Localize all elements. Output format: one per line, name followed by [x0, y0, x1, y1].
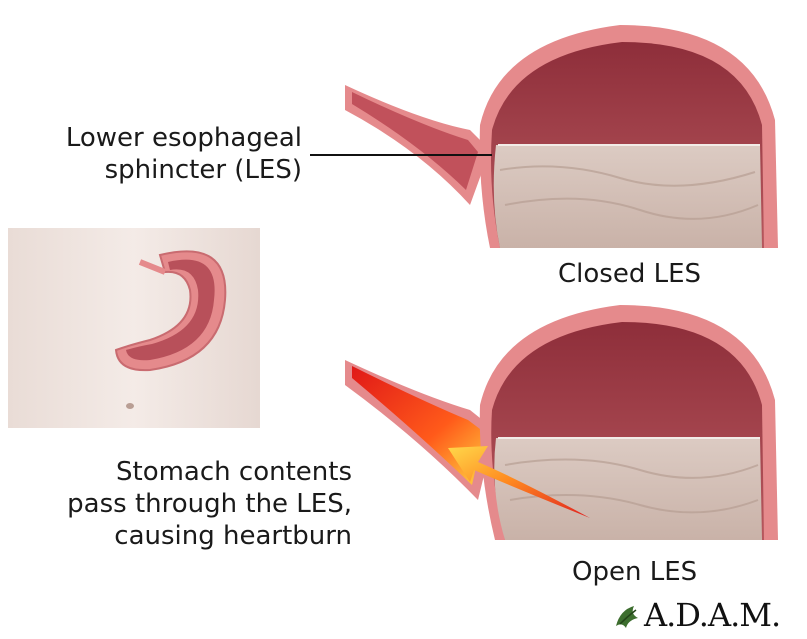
leaf-icon: [612, 600, 646, 634]
stomach-contents-caption: Stomach contents pass through the LES, c…: [34, 456, 352, 552]
contents-line2: pass through the LES,: [34, 488, 352, 520]
torso-inset-illustration: [8, 228, 260, 428]
closed-les-caption: Closed LES: [558, 258, 701, 290]
adam-logo: A.D.A.M.: [612, 596, 792, 634]
open-stomach-illustration: [345, 305, 778, 540]
les-label-line2: sphincter (LES): [40, 154, 302, 186]
les-label: Lower esophageal sphincter (LES): [40, 122, 302, 186]
closed-stomach-illustration: [345, 25, 778, 248]
contents-line1: Stomach contents: [34, 456, 352, 488]
logo-text: A.D.A.M.: [644, 596, 780, 634]
open-les-caption: Open LES: [572, 556, 697, 588]
contents-line3: causing heartburn: [34, 520, 352, 552]
les-label-line1: Lower esophageal: [40, 122, 302, 154]
